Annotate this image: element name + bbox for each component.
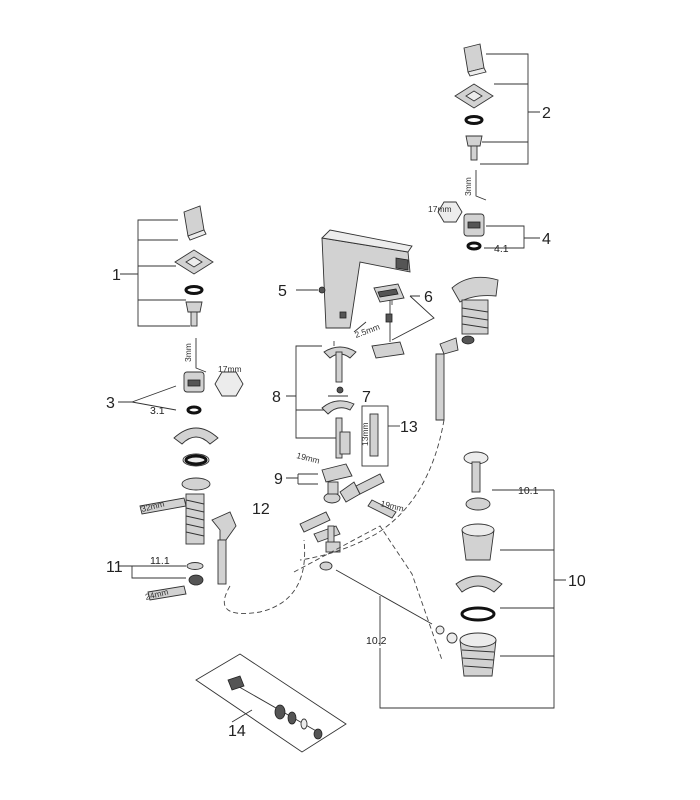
callout-14: 14 <box>228 723 246 740</box>
callout-2: 2 <box>542 105 551 122</box>
callout-4: 4 <box>542 231 551 248</box>
callout-8: 8 <box>272 389 281 406</box>
dim-hose-wrench-left: 19mm <box>296 450 321 465</box>
right-valve-assembly <box>435 43 499 421</box>
callout-11: 11 <box>106 559 123 576</box>
dim-nut-wrench-24: 24mm <box>144 587 169 602</box>
callout-3: 3 <box>106 395 115 412</box>
left-valve-assembly <box>139 205 244 601</box>
dim-right-wrench: 17mm <box>428 204 452 214</box>
drain-assembly <box>319 451 503 677</box>
callout-6: 6 <box>424 289 433 306</box>
spout-leader-lines <box>286 289 435 439</box>
callout-3-1: 3.1 <box>150 405 165 417</box>
callout-7: 7 <box>362 389 371 406</box>
callout-10-1: 10.1 <box>518 485 539 497</box>
right-leader-lines <box>480 53 540 249</box>
dim-left-wrench: 17mm <box>218 364 242 374</box>
callout-12: 12 <box>252 501 270 518</box>
dim-left-hex-key: 3mm <box>183 343 193 362</box>
callout-labels: 1 2 3 3.1 4 4.1 5 6 7 8 9 10 10.1 10.2 1… <box>106 105 586 740</box>
drain-leader-lines <box>379 489 566 709</box>
spout-assembly <box>318 229 413 459</box>
callout-5: 5 <box>278 283 287 300</box>
callout-1: 1 <box>112 267 121 284</box>
callout-9: 9 <box>274 471 283 488</box>
dim-right-hex-key: 3mm <box>463 177 473 196</box>
center-hose-connections <box>286 463 397 547</box>
callout-4-1: 4.1 <box>494 243 509 255</box>
callout-10: 10 <box>568 573 586 590</box>
dim-spout-hex-key: 2.5mm <box>353 322 381 340</box>
callout-10-2: 10.2 <box>366 635 387 647</box>
dashed-routes <box>223 300 445 661</box>
callout-13: 13 <box>400 419 418 436</box>
dim-cartridge-hex: 13mm <box>360 422 370 446</box>
kit-14 <box>195 653 347 753</box>
callout-11-1: 11.1 <box>150 555 170 567</box>
left-leader-lines <box>118 219 190 579</box>
cartridge-detail <box>361 405 400 467</box>
